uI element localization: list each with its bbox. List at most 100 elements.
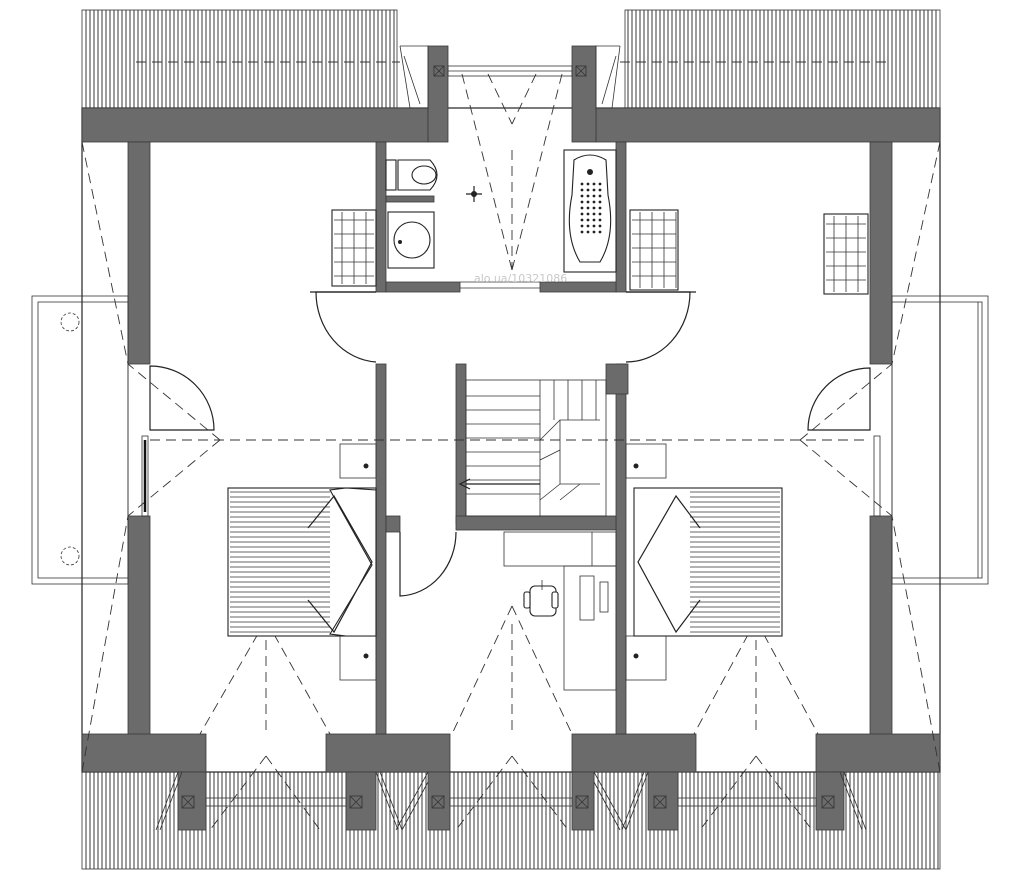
- radiator-icon: [629, 209, 679, 291]
- post-marker-icon: [653, 795, 667, 809]
- post-marker-icon: [575, 795, 589, 809]
- tub-dot: [598, 188, 602, 192]
- wall-right-lower: [869, 515, 893, 737]
- hatch-line: [539, 419, 561, 441]
- tub-dot: [586, 182, 590, 186]
- dormer-post-6: [815, 771, 845, 831]
- tub-dot: [586, 212, 590, 216]
- hatch-line: [181, 795, 195, 809]
- tub-dot: [586, 218, 590, 222]
- tub-dot: [598, 194, 602, 198]
- hatch-line: [821, 795, 835, 809]
- wall-right-upper: [869, 141, 893, 365]
- tub-dot: [580, 182, 584, 186]
- tub-dot: [592, 188, 596, 192]
- hatch-line: [653, 795, 667, 809]
- bathroom-fixtures: [385, 149, 617, 273]
- stair-bottom-wall: [455, 515, 617, 531]
- hatch-line: [575, 795, 589, 809]
- roof-top-left: [85, 10, 395, 108]
- tub-dot: [580, 188, 584, 192]
- balcony-left: [31, 295, 149, 585]
- bath-right-wall: [615, 141, 627, 293]
- watermark-text: alo.ua/10321086: [474, 272, 567, 285]
- door-jamb: [385, 515, 401, 533]
- wall-left-lower: [127, 515, 151, 737]
- tub-dot: [586, 194, 590, 198]
- dormer-post-5: [647, 771, 679, 831]
- tub-dot: [592, 224, 596, 228]
- hatch-line: [559, 483, 581, 501]
- tub-dot: [598, 224, 602, 228]
- wall-dormer-left: [427, 45, 449, 143]
- tub-dot: [592, 212, 596, 216]
- roof-bottom: [85, 772, 939, 869]
- roof-bottom-outline: [81, 771, 941, 870]
- stair-corner: [605, 363, 629, 395]
- radiators: [331, 209, 869, 295]
- desk-area: [503, 531, 617, 691]
- tub-dot: [592, 182, 596, 186]
- tub-dot: [598, 206, 602, 210]
- balcony-right: [873, 295, 989, 585]
- tub-dot: [586, 206, 590, 210]
- wall-top-right: [595, 107, 941, 143]
- tub-dot: [592, 206, 596, 210]
- hatch-line: [349, 795, 363, 809]
- wall-dormer-right: [571, 45, 597, 143]
- post-marker-icon: [821, 795, 835, 809]
- wall-bottom-4: [815, 733, 941, 773]
- wc-partition: [385, 195, 435, 203]
- post-marker-icon: [349, 795, 363, 809]
- wc-tank: [385, 159, 397, 191]
- tub-dot: [586, 188, 590, 192]
- tub-dot: [580, 212, 584, 216]
- hall-right-wall: [615, 363, 627, 735]
- tub-dot: [598, 212, 602, 216]
- bed-right: [625, 443, 783, 681]
- wall-bottom-3: [571, 733, 697, 773]
- dormer-post-1: [177, 771, 207, 831]
- tub-dot: [580, 200, 584, 204]
- hatch-line: [539, 483, 561, 501]
- tub-dot: [580, 206, 584, 210]
- tub-dot: [586, 224, 590, 228]
- tub-dot: [580, 230, 584, 234]
- doors: [149, 281, 871, 597]
- tub-dot: [580, 194, 584, 198]
- tub-dot: [586, 230, 590, 234]
- stair-left-wall: [455, 363, 467, 525]
- wall-left-upper: [127, 141, 151, 365]
- hatch-line: [539, 449, 561, 461]
- bottom-dormer-windows: [155, 771, 867, 831]
- bath-bottom-wall-right: [539, 281, 617, 293]
- tub-dot: [592, 200, 596, 204]
- tub-dot: [598, 200, 602, 204]
- tub-dot: [598, 218, 602, 222]
- tub-dot: [598, 230, 602, 234]
- floor-outline: [81, 107, 941, 773]
- post-marker-icon: [431, 795, 445, 809]
- tub-dot: [598, 182, 602, 186]
- tub-dot: [580, 224, 584, 228]
- roof-slope-lines: [81, 61, 941, 831]
- wall-bottom-1: [81, 733, 207, 773]
- roof-top-right: [627, 10, 937, 108]
- hall-left-wall: [375, 363, 387, 735]
- bath-bottom-wall: [385, 281, 461, 293]
- dormer-post-2: [345, 771, 377, 831]
- wall-bottom-2: [325, 733, 451, 773]
- bed-left: [227, 443, 377, 681]
- tub-dot: [586, 200, 590, 204]
- tub-dot: [592, 218, 596, 222]
- tub-dot: [592, 230, 596, 234]
- tub-dot: [592, 194, 596, 198]
- bath-left-wall: [375, 141, 387, 293]
- hatch-line: [431, 795, 445, 809]
- wall-top-left: [81, 107, 429, 143]
- staircase: [458, 379, 607, 517]
- tub-dot: [580, 218, 584, 222]
- post-marker-icon: [181, 795, 195, 809]
- top-dormer-window: [399, 45, 621, 109]
